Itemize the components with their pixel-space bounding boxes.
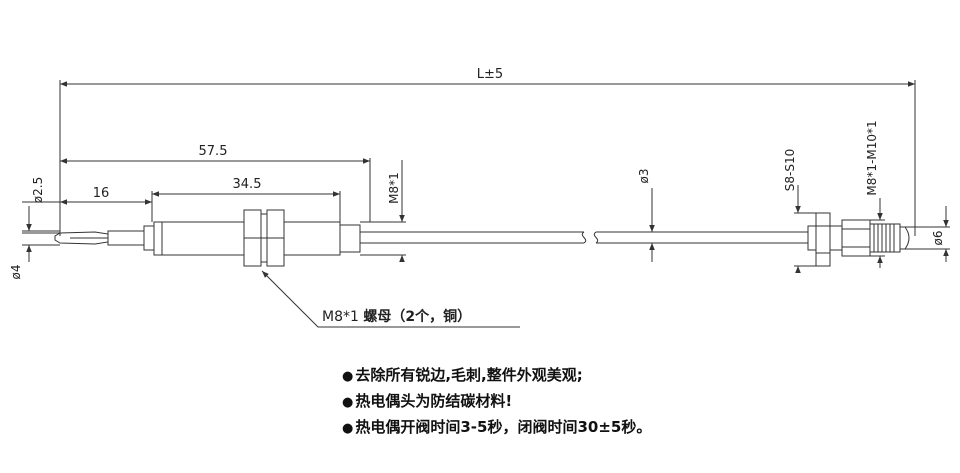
note-text: 去除所有锐边,毛刺,整件外观美观; [355,366,583,384]
overall-length-label: L±5 [477,67,503,82]
body-thread-label: M8*1 [387,172,401,204]
threaded-body [153,209,361,267]
note-text: 热电偶头为防结碳材料! [355,392,513,410]
dimension-lines [26,81,949,273]
note-text: 热电偶开阀时间3-5秒，闭阀时间30±5秒。 [355,418,652,436]
sheath [360,231,808,244]
probe-tip [54,225,155,251]
tip-length-label: 16 [93,186,110,201]
body-length-label: 34.5 [233,177,262,192]
note-item: ●热电偶开阀时间3-5秒，闭阀时间30±5秒。 [342,414,651,440]
probe-diameter-label: ø4 [9,265,23,280]
sheath-diameter-label: ø3 [637,169,651,184]
nut-callout-label: M8*1 螺母（2个，铜） [322,308,471,325]
bullet-icon: ● [342,421,354,436]
tip-diameter-label: ø2.5 [31,177,45,203]
nut-callout-name: 螺母（2个，铜） [363,308,471,325]
fitting-thread-label: S8-S10 [783,149,797,191]
bullet-icon: ● [342,395,354,410]
probe-to-nut-label: 57.5 [199,144,228,159]
connector-thread-label: M8*1-M10*1 [865,120,879,195]
nut-leader [261,270,520,328]
connector-diameter-label: ø6 [931,231,945,246]
extension-lines [22,80,950,267]
end-connector [869,223,910,253]
nut-callout-thread: M8*1 [322,309,359,325]
compression-fitting [807,212,871,267]
bullet-icon: ● [342,369,354,384]
note-item: ●去除所有锐边,毛刺,整件外观美观; [342,362,651,388]
notes-list: ●去除所有锐边,毛刺,整件外观美观; ●热电偶头为防结碳材料! ●热电偶开阀时间… [342,362,651,440]
note-item: ●热电偶头为防结碳材料! [342,388,651,414]
